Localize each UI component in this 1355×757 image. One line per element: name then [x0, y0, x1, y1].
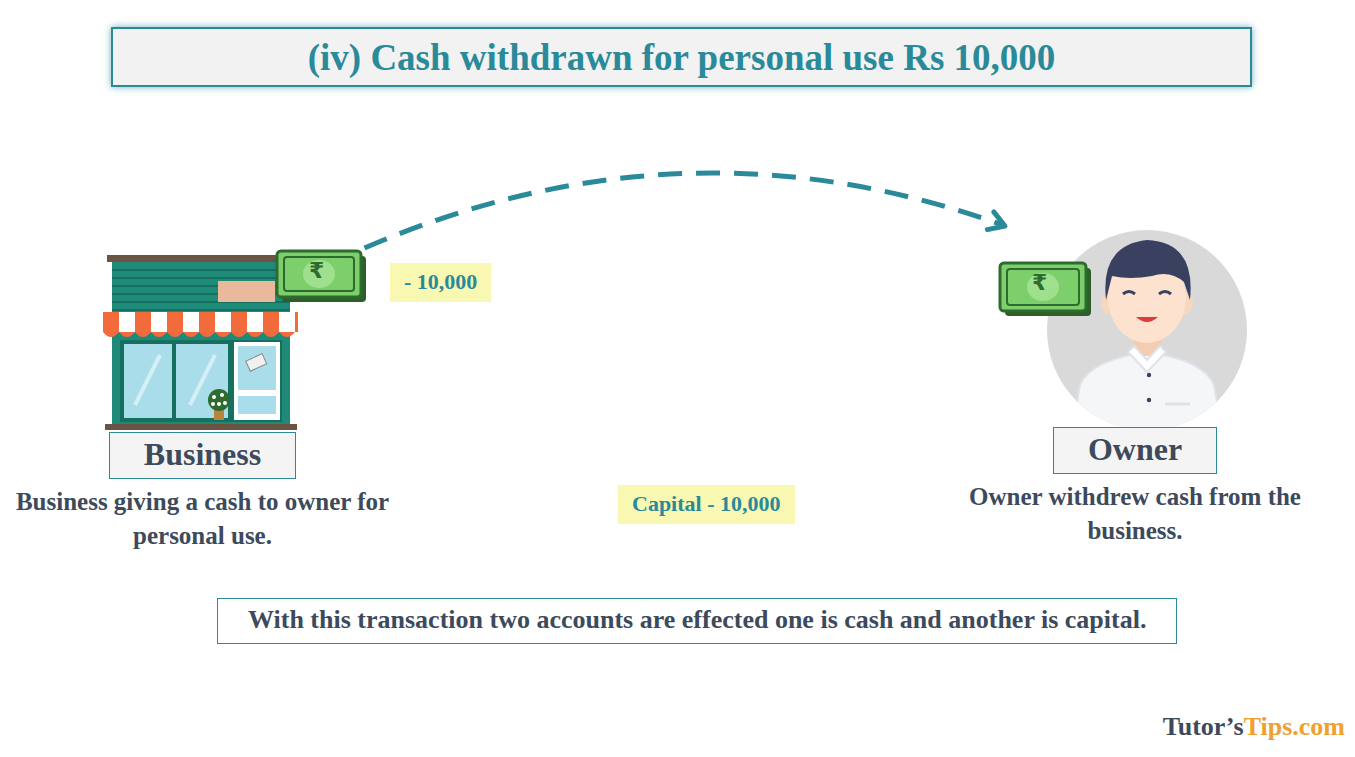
amount-chip: - 10,000 — [390, 263, 491, 302]
capital-chip: Capital - 10,000 — [618, 485, 795, 524]
node-text: With this transaction two accounts are e… — [248, 605, 1146, 635]
node-description: Business giving a cash to owner for pers… — [0, 485, 405, 553]
owner-node: OwnerOwner withdrew cash from the busine… — [930, 226, 1340, 548]
node-description: Owner withdrew cash from the business. — [930, 480, 1340, 548]
title-box: (iv) Cash withdrawn for personal use Rs … — [111, 27, 1252, 87]
watermark-text: Tutor’s — [1163, 712, 1244, 741]
business-node: BusinessBusiness giving a cash to owner … — [0, 248, 405, 553]
watermark-text: Tips.com — [1244, 712, 1345, 741]
title-text: (iv) Cash withdrawn for personal use Rs … — [308, 36, 1056, 79]
node-heading: Business — [109, 432, 296, 479]
cash-note — [1000, 263, 1091, 316]
node-heading: Owner — [1053, 427, 1217, 474]
watermark: Tutor’sTips.com — [1163, 712, 1345, 742]
shop-illustration — [103, 255, 298, 430]
cash-note — [277, 251, 366, 302]
flow-arrow — [365, 173, 1006, 248]
currency-symbol: ₹ — [1032, 270, 1047, 295]
node-text: Capital - 10,000 — [632, 491, 781, 517]
node-text: - 10,000 — [404, 269, 477, 295]
currency-symbol: ₹ — [309, 258, 324, 283]
note-box: With this transaction two accounts are e… — [217, 598, 1177, 644]
